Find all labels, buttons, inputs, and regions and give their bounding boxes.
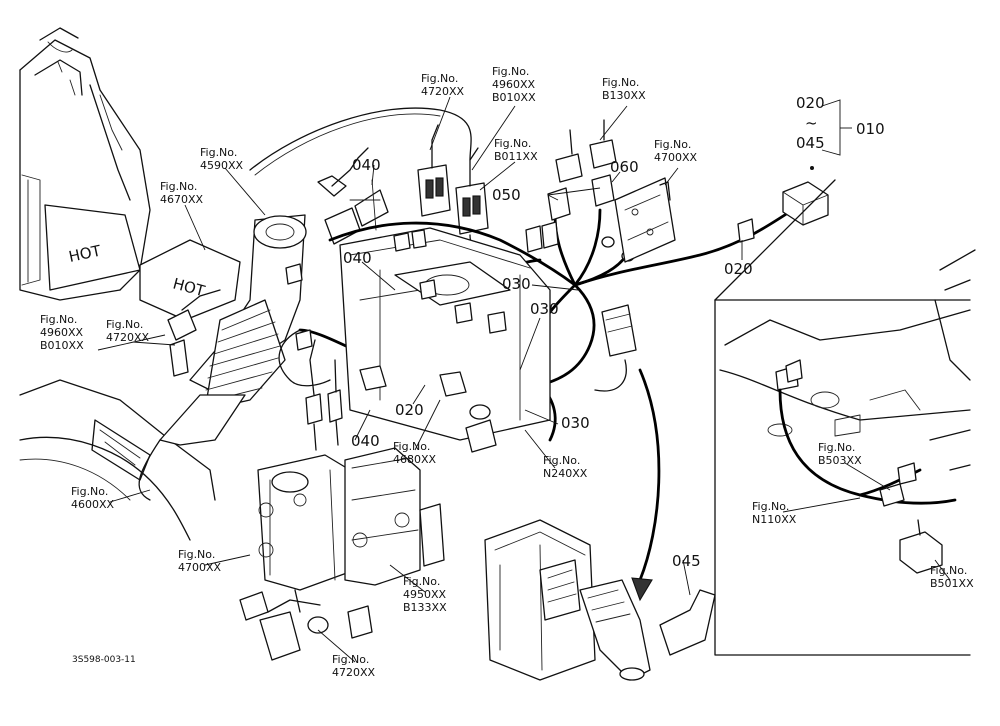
relay-cluster — [525, 119, 635, 262]
detail-inset — [714, 179, 976, 656]
callout-n240: Fig.No. N240XX — [543, 454, 588, 480]
center-bracket-block — [285, 227, 551, 453]
callout-4720-bottom: Fig.No. 4720XX — [332, 653, 376, 679]
callout-4950-b133: Fig.No. 4950XX B133XX — [403, 575, 450, 614]
relay-block — [465, 419, 497, 453]
harness-connector — [601, 181, 829, 357]
side-bracket — [614, 177, 676, 263]
leader-lines — [97, 96, 951, 663]
part-020-a: 020 — [395, 401, 424, 419]
arrow-head — [631, 577, 653, 602]
part-050: 050 — [492, 186, 521, 204]
callout-4600: Fig.No. 4600XX — [71, 485, 115, 511]
callout-labels: Fig.No. 4720XX Fig.No. 4960XX B010XX Fig… — [40, 65, 974, 679]
egr-assembly — [239, 447, 445, 661]
callout-4670: Fig.No. 4670XX — [160, 180, 204, 206]
callout-4700-top: Fig.No. 4700XX — [654, 138, 698, 164]
callout-4590: Fig.No. 4590XX — [200, 146, 244, 172]
range-from: 020 — [796, 94, 825, 112]
part-040-a: 040 — [352, 156, 381, 174]
callout-b011: Fig.No. B011XX — [494, 137, 538, 163]
callout-b130: Fig.No. B130XX — [602, 76, 646, 102]
callout-4680: Fig.No. 4680XX — [393, 440, 437, 466]
callout-4720-left: Fig.No. 4720XX — [106, 318, 150, 344]
left-sensors — [167, 289, 343, 451]
callout-4700-bottom: Fig.No. 4700XX — [178, 548, 222, 574]
callout-4720-top: Fig.No. 4720XX — [421, 72, 465, 98]
callout-b503: Fig.No. B503XX — [818, 441, 862, 467]
range-group: 020 ~ 045 010 — [796, 94, 885, 152]
connector-045 — [659, 589, 716, 656]
part-030-c: 030 — [561, 414, 590, 432]
part-040-c: 040 — [351, 432, 380, 450]
range-group-number: 010 — [856, 120, 885, 138]
fuse-box — [782, 181, 829, 226]
part-number-labels: 040 050 060 030 030 030 040 020 040 020 … — [343, 156, 753, 570]
callout-b501: Fig.No. B501XX — [930, 564, 974, 590]
range-tilde: ~ — [805, 114, 818, 132]
heat-shield-plate — [139, 239, 241, 321]
callout-4960-b010-left: Fig.No. 4960XX B010XX — [40, 313, 87, 352]
part-045: 045 — [672, 552, 701, 570]
sensor-module-1 — [417, 164, 451, 217]
sensor-cable — [249, 107, 472, 245]
sensor-modules — [417, 124, 501, 263]
ecu-unit — [484, 519, 716, 681]
part-020-b: 020 — [724, 260, 753, 278]
callout-n110: Fig.No. N110XX — [752, 500, 797, 526]
frame-structure: HOT HOT — [19, 27, 241, 541]
part-060: 060 — [610, 158, 639, 176]
range-to: 045 — [796, 134, 825, 152]
exhaust-pipe — [138, 214, 307, 501]
part-040-b: 040 — [343, 249, 372, 267]
part-030-b: 030 — [530, 300, 559, 318]
inset-connector — [899, 531, 943, 574]
part-030-a: 030 — [502, 275, 531, 293]
figure-code: 3S598-003-11 — [72, 655, 136, 665]
callout-4960-b010-top: Fig.No. 4960XX B010XX — [492, 65, 539, 104]
